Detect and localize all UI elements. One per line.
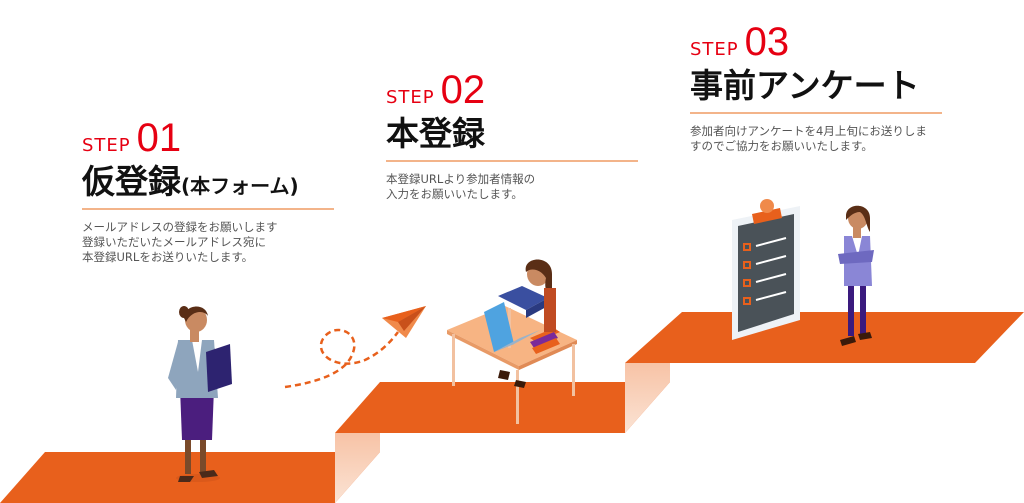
stair-riser-1 bbox=[335, 433, 380, 503]
step-01-description-line: 本登録URLをお送りいたします。 bbox=[82, 249, 254, 264]
step-02-title-main: 本登録 bbox=[386, 114, 485, 153]
step-01-description-line: メールアドレスの登録をお願いします bbox=[82, 219, 278, 234]
step-01-description: メールアドレスの登録をお願いします 登録いただいたメールアドレス宛に 本登録UR… bbox=[82, 220, 334, 265]
step-02-description-line: 本登録URLより参加者情報の bbox=[386, 171, 536, 186]
step-02-title: 本登録 bbox=[386, 114, 638, 154]
step-03-word: STEP bbox=[690, 39, 739, 60]
woman-standing-arms-crossed-icon bbox=[838, 205, 874, 346]
step-03-title-main: 事前アンケート bbox=[690, 66, 920, 105]
step-03-title: 事前アンケート bbox=[690, 66, 942, 106]
stair-riser-2 bbox=[625, 363, 670, 433]
step-02-description-line: 入力をお願いいたします。 bbox=[386, 186, 523, 201]
step-02-description: 本登録URLより参加者情報の 入力をお願いいたします。 bbox=[386, 172, 638, 202]
step-01-title-sub: (本フォーム) bbox=[181, 174, 299, 198]
step-03-description-line: すのでご協力をお願いいたします。 bbox=[690, 138, 873, 153]
woman-at-laptop-desk-icon bbox=[447, 259, 577, 424]
stair-tread-2 bbox=[335, 382, 670, 433]
step-01-divider bbox=[82, 207, 334, 210]
paper-plane-icon bbox=[382, 306, 426, 338]
step-01-title: 仮登録(本フォーム) bbox=[82, 162, 334, 202]
step-03-number: 03 bbox=[744, 20, 790, 64]
step-03-description: 参加者向けアンケートを4月上旬にお送りしま すのでご協力をお願いいたします。 bbox=[690, 124, 942, 154]
step-03-divider bbox=[690, 111, 942, 114]
step-01-description-line: 登録いただいたメールアドレス宛に bbox=[82, 234, 266, 249]
step-02-word: STEP bbox=[386, 87, 435, 108]
woman-with-clipboard-icon bbox=[168, 306, 232, 482]
step-01-word: STEP bbox=[82, 135, 131, 156]
stair-tread-3 bbox=[625, 312, 1024, 363]
checklist-board-icon bbox=[732, 199, 800, 340]
step-01-title-main: 仮登録 bbox=[82, 162, 181, 201]
step-02-number: 02 bbox=[440, 68, 486, 112]
step-02-divider bbox=[386, 159, 638, 162]
dashed-flight-path bbox=[284, 328, 399, 389]
step-01-number: 01 bbox=[136, 116, 182, 160]
step-03-description-line: 参加者向けアンケートを4月上旬にお送りしま bbox=[690, 123, 927, 138]
